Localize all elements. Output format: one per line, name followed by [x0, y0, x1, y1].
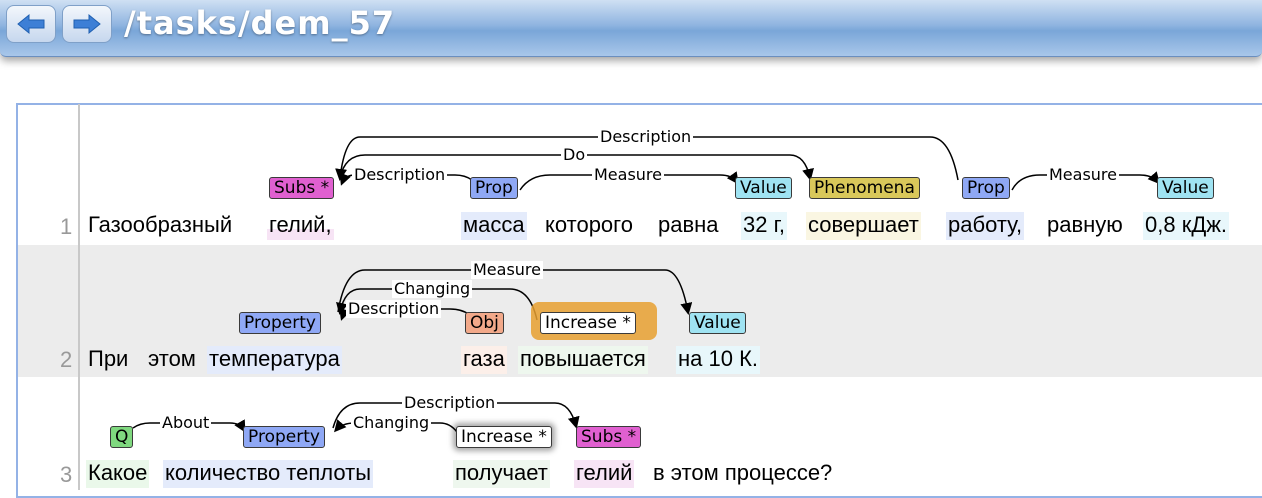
span-label-prop[interactable]: Prop	[962, 177, 1010, 199]
token[interactable]: повышается	[518, 346, 648, 374]
token[interactable]: на 10 К.	[676, 346, 761, 374]
span-label-increase[interactable]: Increase *	[540, 312, 636, 334]
arc-label-measure[interactable]: Measure	[1047, 165, 1119, 184]
token[interactable]: получает	[453, 460, 550, 488]
token[interactable]: При	[88, 346, 129, 371]
token[interactable]: масса	[461, 212, 527, 240]
token[interactable]: в этом процессе?	[653, 460, 833, 485]
span-label-obj[interactable]: Obj	[465, 312, 504, 334]
line-number: 1	[60, 214, 73, 239]
token[interactable]: равную	[1047, 212, 1123, 237]
token[interactable]: совершает	[806, 212, 921, 240]
span-label-property[interactable]: Property	[243, 426, 325, 448]
token[interactable]: Какое	[86, 460, 150, 488]
token[interactable]: равна	[658, 212, 719, 237]
token[interactable]: 0,8 кДж.	[1143, 212, 1230, 240]
arc-label-do[interactable]: Do	[561, 145, 588, 164]
token[interactable]: газа	[461, 346, 507, 374]
arc-label-changing[interactable]: Changing	[351, 413, 432, 432]
arc-label-description[interactable]: Description	[352, 165, 448, 184]
arc-label-measure[interactable]: Measure	[592, 165, 664, 184]
token[interactable]: температура	[207, 346, 342, 374]
line-number: 2	[60, 347, 73, 372]
token[interactable]: количество теплоты	[163, 460, 374, 488]
line-number: 3	[60, 462, 73, 487]
gutter-divider	[78, 104, 80, 490]
span-label-value[interactable]: Value	[689, 312, 746, 334]
span-label-subs[interactable]: Subs *	[269, 177, 335, 199]
token[interactable]: которого	[545, 212, 633, 237]
span-label-subs[interactable]: Subs *	[576, 426, 642, 448]
span-label-increase[interactable]: Increase *	[456, 426, 552, 448]
token[interactable]: гелий,	[267, 212, 334, 240]
token[interactable]: гелий	[574, 460, 635, 488]
span-label-q[interactable]: Q	[110, 426, 134, 448]
arrow-left-icon	[17, 13, 45, 35]
forward-button[interactable]	[62, 5, 112, 43]
span-label-value[interactable]: Value	[735, 177, 792, 199]
back-button[interactable]	[6, 5, 56, 43]
span-label-property[interactable]: Property	[239, 312, 321, 334]
token[interactable]: работу,	[946, 212, 1025, 240]
arc-label-about[interactable]: About	[160, 413, 212, 432]
token[interactable]: 32 г,	[741, 212, 788, 240]
page-title: /tasks/dem_57	[124, 4, 396, 42]
title-bar: /tasks/dem_57	[0, 0, 1262, 57]
arrow-right-icon	[73, 13, 101, 35]
arc-label-measure[interactable]: Measure	[471, 260, 543, 279]
arc-label-description[interactable]: Description	[598, 127, 694, 146]
span-label-value[interactable]: Value	[1157, 177, 1214, 199]
arc-label-description[interactable]: Description	[402, 393, 498, 412]
span-label-prop[interactable]: Prop	[470, 177, 518, 199]
token[interactable]: этом	[148, 346, 196, 371]
span-label-phenomena[interactable]: Phenomena	[809, 177, 920, 199]
arc-label-changing[interactable]: Changing	[392, 279, 473, 298]
arc-label-description[interactable]: Description	[346, 299, 442, 318]
token[interactable]: Газообразный	[88, 212, 233, 237]
